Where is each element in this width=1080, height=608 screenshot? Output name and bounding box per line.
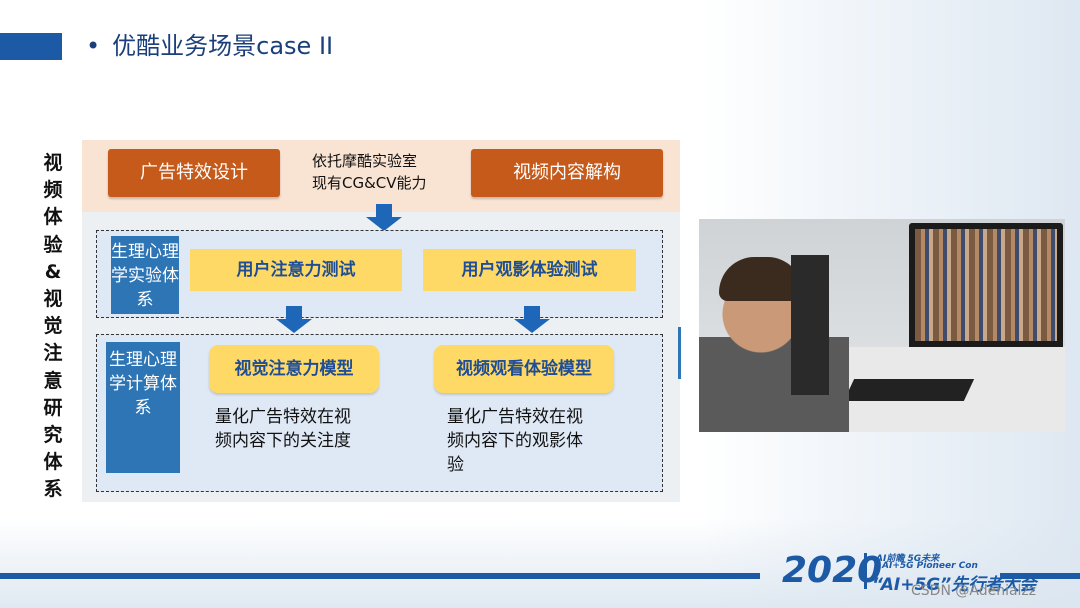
research-diagram: 广告特效设计 依托摩酷实验室 现有CG&CV能力 视频内容解构 生理心理学实验体… bbox=[82, 140, 680, 502]
footer-line-left bbox=[0, 573, 760, 579]
logo-tagline-1: AI前瞻 5G未来 bbox=[876, 554, 940, 564]
watermark: CSDN @Adenialzz bbox=[911, 583, 1037, 599]
eye-tracking-photo bbox=[699, 219, 1065, 432]
logo-tagline-2: AI+5G Pioneer Con bbox=[882, 561, 978, 571]
monitor-image bbox=[909, 223, 1063, 355]
keyboard-image bbox=[843, 379, 975, 401]
footer-line-right bbox=[1000, 573, 1080, 579]
background-gradient-bottom bbox=[0, 518, 1080, 608]
viewing-experience-model-box: 视频观看体验模型 bbox=[434, 345, 614, 393]
ad-effect-design-box: 广告特效设计 bbox=[108, 149, 280, 197]
logo-divider bbox=[864, 553, 867, 589]
title-accent-bar bbox=[0, 33, 62, 60]
vertical-side-label: 视频体验&视觉注意研究体系 bbox=[43, 152, 63, 501]
viewing-experience-test-box: 用户观影体验测试 bbox=[423, 249, 636, 291]
experience-model-description: 量化广告特效在视频内容下的观影体验 bbox=[447, 407, 583, 475]
attention-model-description: 量化广告特效在视频内容下的关注度 bbox=[215, 407, 351, 451]
eye-tracker-device-image bbox=[791, 255, 829, 395]
visual-attention-model-box: 视觉注意力模型 bbox=[209, 345, 379, 393]
slide-title: • 优酷业务场景case II bbox=[86, 28, 333, 64]
slide-title-text: 优酷业务场景case II bbox=[112, 32, 334, 60]
lab-capability-line2: 现有CG&CV能力 bbox=[312, 174, 427, 192]
logo-year: 2020 bbox=[782, 550, 883, 591]
physio-psych-experiment-section: 生理心理学实验体系 用户注意力测试 用户观影体验测试 bbox=[96, 230, 663, 318]
side-marker bbox=[678, 327, 681, 379]
computation-system-label: 生理心理学计算体系 bbox=[106, 342, 180, 473]
attention-test-box: 用户注意力测试 bbox=[190, 249, 402, 291]
logo-event-name: “AI+5G”先行者大会 bbox=[872, 575, 1037, 595]
lab-capability-text: 依托摩酷实验室 现有CG&CV能力 bbox=[312, 150, 462, 194]
bullet-icon: • bbox=[86, 32, 101, 60]
lab-capability-line1: 依托摩酷实验室 bbox=[312, 152, 418, 170]
person-hair-image bbox=[719, 257, 803, 301]
experiment-system-label: 生理心理学实验体系 bbox=[111, 236, 179, 314]
video-content-deconstruct-box: 视频内容解构 bbox=[471, 149, 663, 197]
physio-psych-computation-section: 生理心理学计算体系 视觉注意力模型 视频观看体验模型 量化广告特效在视频内容下的… bbox=[96, 334, 663, 492]
